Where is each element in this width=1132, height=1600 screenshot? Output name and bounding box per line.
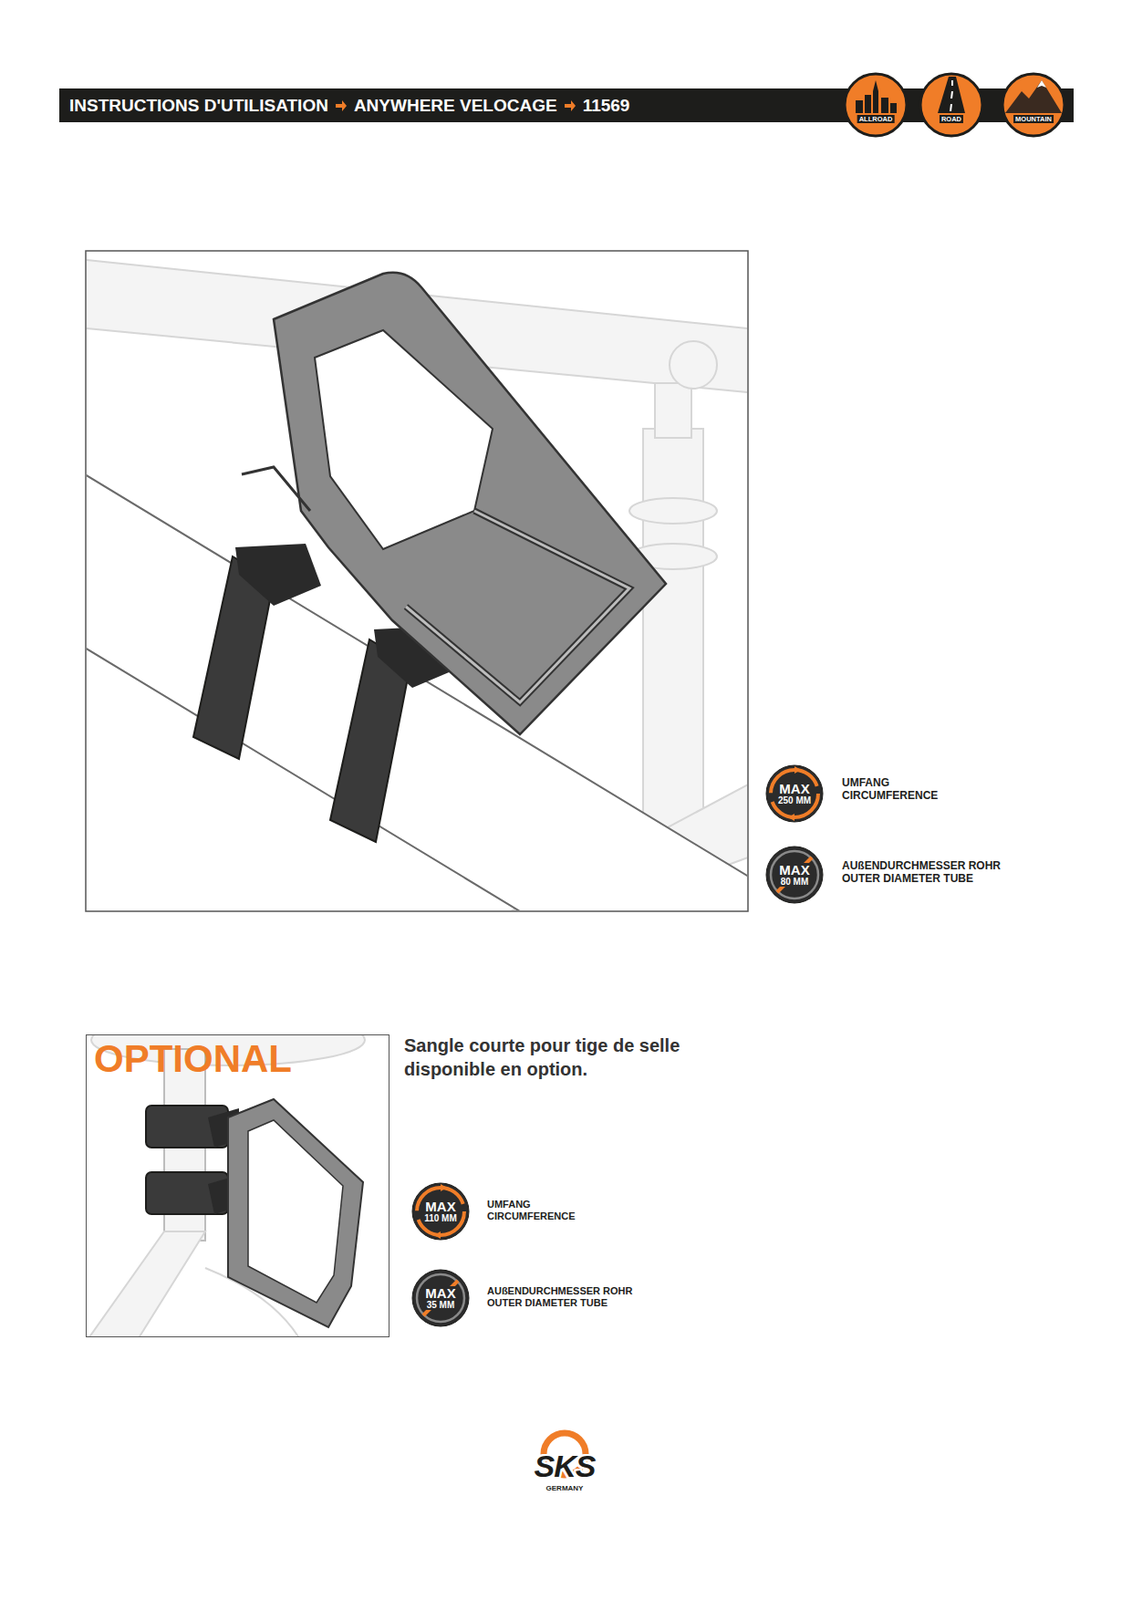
ring-arrowhead [434, 1231, 441, 1239]
ring-arrowhead [440, 1183, 447, 1192]
cage-frame-highlight [405, 510, 630, 703]
max-label: MAX [777, 862, 811, 878]
diameter-slash [777, 857, 812, 893]
page-title: INSTRUCTIONS D'UTILISATION [69, 95, 329, 116]
circumference-badge: MAX110 MM [411, 1182, 470, 1241]
frame-illustration [86, 259, 748, 911]
badge-text-box: MAX35 MM [411, 1268, 470, 1328]
max-value: 35 MM [425, 1300, 457, 1311]
diameter-slash [423, 1280, 458, 1316]
arrow-shape [564, 100, 576, 112]
bottle-cage [273, 272, 666, 735]
spec-label: CIRCUMFERENCE [841, 789, 938, 802]
cage-opening [248, 1120, 343, 1303]
strap-mount [235, 543, 322, 606]
brand-subtitle: GERMANY [544, 1485, 586, 1493]
badge-disc [766, 765, 823, 822]
ring-arrowhead [794, 766, 801, 774]
header-arrow [334, 99, 348, 113]
dash [951, 91, 953, 99]
badge-disc [766, 846, 823, 904]
allroad-icon [844, 73, 907, 136]
ring-arrowhead [788, 813, 795, 821]
church-spire [872, 80, 879, 114]
road-dashes [950, 80, 953, 112]
badge-text-box: MAX80 MM [765, 845, 824, 904]
dash [950, 103, 952, 112]
icon-label: ROAD [939, 114, 964, 124]
diameter-badge: MAX35 MM [411, 1268, 470, 1328]
faint-ring [629, 498, 717, 524]
badge-disc [412, 1183, 469, 1240]
building [881, 97, 889, 114]
max-label: MAX [423, 1199, 457, 1215]
arrow-shape [335, 100, 347, 112]
cage-frame [405, 510, 630, 703]
badge-disc [412, 1269, 469, 1327]
spec-label: AUßENDURCHMESSER ROHR [487, 1285, 634, 1297]
mountains [1005, 80, 1062, 114]
icon-label: ALLROAD [857, 114, 895, 124]
max-label: MAX [423, 1286, 457, 1301]
panel-heading: OPTIONAL [93, 1038, 292, 1080]
spec-label: OUTER DIAMETER TUBE [841, 872, 974, 885]
seatpost-illustration [86, 1035, 365, 1337]
spec-label: OUTER DIAMETER TUBE [487, 1297, 608, 1309]
diameter-ring [416, 1274, 465, 1322]
header-row: INSTRUCTIONS D'UTILISATION ANYWHERE VELOC… [69, 88, 630, 123]
faint-shock-eye [654, 383, 692, 438]
road-icon [920, 73, 983, 136]
building [890, 103, 897, 114]
bottle-cage [228, 1099, 364, 1328]
cage-tab [241, 467, 311, 511]
max-value: 80 MM [778, 877, 811, 888]
diameter-ring [770, 851, 819, 899]
spec-label: AUßENDURCHMESSER ROHR [841, 860, 1001, 873]
header-arrow [563, 99, 577, 113]
badge-text-box: MAX250 MM [765, 764, 824, 823]
circumference-ring [770, 769, 819, 818]
snow-cap [1037, 80, 1047, 88]
icon-label: MOUNTAIN [1013, 114, 1054, 124]
brand-logo: SKS [534, 1450, 596, 1482]
circumference-badge: MAX250 MM [765, 764, 824, 823]
circumference-ring [416, 1187, 465, 1236]
faint-seat-tube [86, 1231, 206, 1337]
max-value: 110 MM [422, 1214, 459, 1225]
building [855, 100, 863, 114]
spec-label: UMFANG [487, 1198, 531, 1210]
optional-panel: OPTIONAL [85, 1034, 390, 1338]
faint-pivot [669, 341, 717, 389]
header-text: ANYWHERE VELOCAGE [353, 95, 558, 116]
cage-opening [314, 330, 493, 550]
spec-label: CIRCUMFERENCE [487, 1210, 576, 1222]
header-text: 11569 [582, 95, 631, 116]
city-silhouette [855, 80, 897, 114]
mountain-icon [1002, 73, 1065, 136]
spec-label: UMFANG [841, 777, 890, 790]
building [864, 94, 872, 114]
dash [951, 80, 954, 86]
max-value: 250 MM [776, 796, 813, 807]
road [937, 76, 966, 114]
diameter-badge: MAX80 MM [765, 845, 824, 904]
badge-text-box: MAX110 MM [411, 1182, 470, 1241]
note-text: Sangle courte pour tige de selle disponi… [404, 1033, 769, 1081]
max-label: MAX [777, 781, 811, 797]
